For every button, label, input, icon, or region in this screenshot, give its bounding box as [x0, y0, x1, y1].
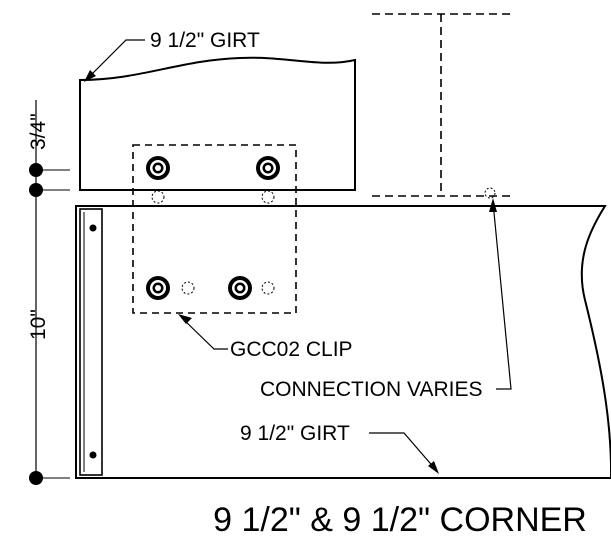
- bottom-girt-label: 9 1/2" GIRT: [240, 422, 350, 445]
- top-girt-outline: [79, 56, 356, 191]
- dimension-lower-label: 10": [27, 309, 50, 340]
- hidden-hole-icon: [261, 190, 275, 204]
- bolt-icon-bottom-right: [228, 276, 252, 300]
- leader-connection: [492, 201, 512, 390]
- hidden-hole-icon: [261, 281, 275, 295]
- hidden-hole-icon: [181, 281, 195, 295]
- leader-top-girt: [87, 39, 145, 79]
- hidden-hole-icon: [484, 187, 496, 199]
- bottom-girt-break-line: [581, 205, 611, 478]
- bolt-icon-bottom-left: [146, 276, 170, 300]
- connection-label: CONNECTION VARIES: [260, 378, 482, 401]
- dimension-dot: [29, 163, 43, 177]
- drawing-title: 9 1/2" & 9 1/2" CORNER: [213, 501, 587, 539]
- leader-arrow-icon: [428, 461, 439, 474]
- girt-flange: [79, 208, 103, 476]
- leader-arrow-icon: [489, 198, 497, 212]
- leader-bottom-girt: [369, 432, 437, 471]
- clip-outline: [132, 144, 297, 314]
- top-girt-label: 9 1/2" GIRT: [150, 29, 260, 52]
- leader-clip: [181, 317, 228, 350]
- clip-label: GCC02 CLIP: [230, 338, 353, 361]
- hidden-hole-icon: [151, 190, 165, 204]
- bolt-icon-top-right: [256, 156, 280, 180]
- dimension-upper-label: 3/4": [27, 113, 50, 150]
- leader-arrow-icon: [178, 314, 192, 324]
- dimension-dot: [29, 471, 43, 485]
- dimension-dot: [29, 183, 43, 197]
- flange-bolt-bottom: [89, 451, 97, 459]
- flange-bolt-top: [89, 224, 97, 232]
- leader-arrow-icon: [84, 70, 96, 82]
- bolt-icon-top-left: [146, 156, 170, 180]
